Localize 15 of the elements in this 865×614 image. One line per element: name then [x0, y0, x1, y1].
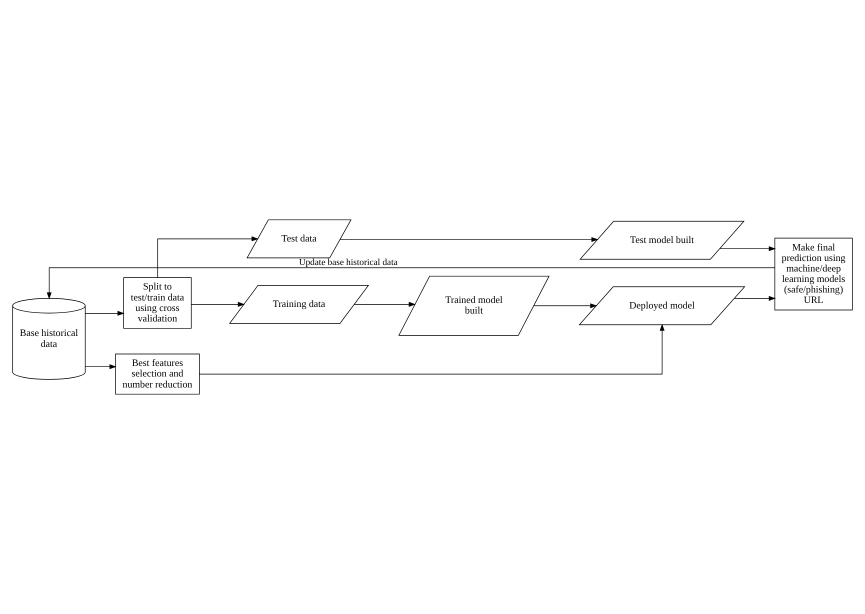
arrow: [734, 296, 776, 301]
node-box: Best features selection and number reduction: [115, 354, 200, 395]
arrow: [199, 324, 665, 374]
node-box: Make final prediction using machine/deep learning models (safe/phishing) URL: [774, 238, 853, 310]
arrow: [533, 303, 598, 308]
arrow: [354, 302, 416, 307]
node-box: Split to test/train data using cross validation: [123, 277, 192, 329]
arrow: [85, 310, 125, 316]
arrow: [340, 237, 598, 242]
arrow: [85, 364, 117, 370]
arrow: [191, 302, 245, 307]
arrow: [46, 267, 775, 300]
arrow: [157, 236, 259, 278]
edge-label: Update base historical data: [298, 257, 398, 268]
arrow: [719, 246, 776, 252]
